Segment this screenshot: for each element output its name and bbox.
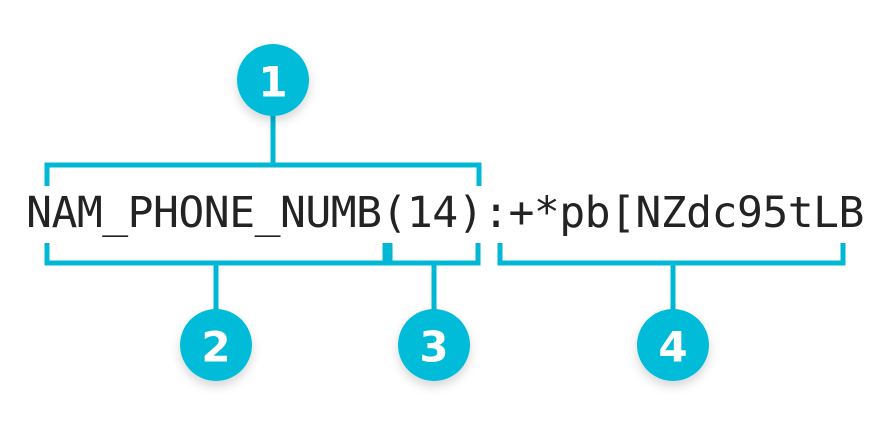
badge-4[interactable]: 4 [637, 309, 709, 381]
bracket-segment-1 [44, 115, 482, 186]
bracket-segment-2 [44, 243, 388, 312]
bracket-line-1 [44, 162, 482, 186]
badge-circle-2[interactable] [180, 309, 252, 381]
badge-1[interactable]: 1 [237, 44, 309, 116]
bracket-segment-4 [497, 243, 846, 312]
badge-2[interactable]: 2 [180, 309, 252, 381]
badge-circle-4[interactable] [637, 309, 709, 381]
bracket-line-4 [497, 243, 846, 266]
badge-circle-1[interactable] [237, 44, 309, 116]
badge-label-3: 3 [419, 323, 448, 372]
annotated-code-string: NAM_PHONE_NUMB(14):+*pb[NZdc95tLB [26, 188, 864, 238]
bracket-segment-3 [387, 243, 481, 312]
bracket-line-3 [387, 243, 481, 266]
badge-label-4: 4 [658, 323, 687, 372]
badge-label-2: 2 [201, 323, 230, 372]
badge-circle-3[interactable] [398, 309, 470, 381]
bracket-line-2 [44, 243, 388, 266]
badge-3[interactable]: 3 [398, 309, 470, 381]
badge-label-1: 1 [258, 58, 287, 107]
